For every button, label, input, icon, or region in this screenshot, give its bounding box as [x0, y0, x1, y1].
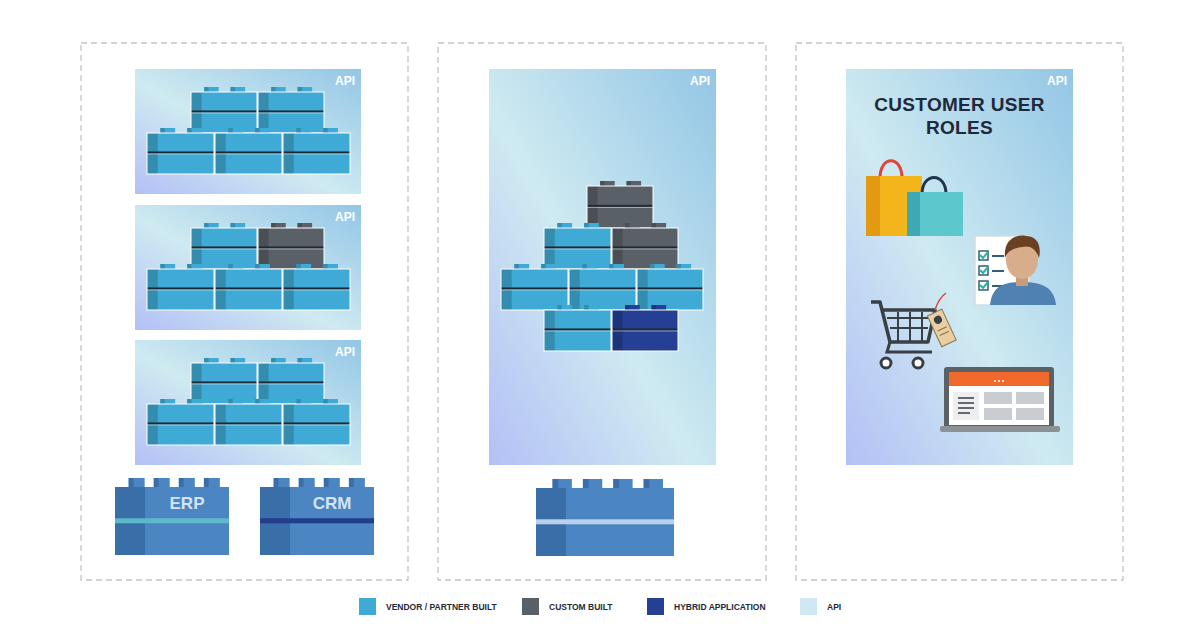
api-label: API: [335, 345, 355, 359]
legend-swatch: [522, 598, 539, 615]
system-brick: CRM: [260, 487, 374, 555]
api-label: API: [1047, 74, 1067, 88]
brick: [147, 128, 214, 174]
legend-label: HYBRID APPLICATION: [674, 602, 766, 612]
brick: [258, 358, 324, 404]
api-background: [135, 340, 361, 465]
brick: [215, 128, 282, 174]
laptop-icon: [940, 367, 1060, 432]
brick: [215, 399, 282, 445]
brick: [612, 305, 678, 351]
api-label: API: [335, 210, 355, 224]
brick: [544, 305, 611, 351]
api-box: API: [135, 205, 361, 330]
system-label: CRM: [290, 487, 374, 555]
platform-brick: [260, 478, 374, 555]
shopping-cart-icon: [871, 293, 956, 368]
api-box: API CUSTOMER USER ROLES: [846, 69, 1073, 465]
brick: [191, 87, 257, 133]
api-backgrounds: [135, 69, 1073, 465]
brick-stack: [115, 87, 703, 556]
api-box: API: [489, 69, 716, 465]
brick: [501, 264, 568, 310]
api-background: [489, 69, 716, 465]
api-label: API: [690, 74, 710, 88]
brick: [191, 223, 257, 269]
legend-swatch: [800, 598, 817, 615]
api-background: [846, 69, 1073, 465]
brick: [283, 264, 350, 310]
brick: [283, 128, 350, 174]
legend-label: CUSTOM BUILT: [549, 602, 612, 612]
api-box: API: [135, 69, 361, 194]
brick: [147, 264, 214, 310]
brick: [569, 264, 636, 310]
brick: [637, 264, 703, 310]
brick: [283, 399, 350, 445]
legend-label: VENDOR / PARTNER BUILT: [386, 602, 497, 612]
api-label: API: [335, 74, 355, 88]
brick: [215, 264, 282, 310]
shopping-bags-icon: [866, 161, 963, 236]
brick: [191, 358, 257, 404]
brick: [258, 87, 324, 133]
brick: [544, 223, 611, 269]
platform-brick: [115, 478, 229, 555]
brick: [612, 223, 678, 269]
panel-outline: [81, 43, 1123, 580]
brick: [147, 399, 214, 445]
api-box: API: [135, 340, 361, 465]
legend-label: API: [827, 602, 841, 612]
user-checklist-icon: [975, 236, 1056, 305]
brick: [258, 223, 324, 269]
legend-swatch: [359, 598, 376, 615]
system-brick: ERP: [115, 487, 229, 555]
legend-swatch: [647, 598, 664, 615]
brick: [587, 181, 653, 228]
platform-brick: [536, 479, 674, 556]
panel-title: CUSTOMER USER ROLES: [846, 93, 1073, 139]
api-background: [135, 69, 361, 194]
system-label: ERP: [145, 487, 229, 555]
api-background: [135, 205, 361, 330]
